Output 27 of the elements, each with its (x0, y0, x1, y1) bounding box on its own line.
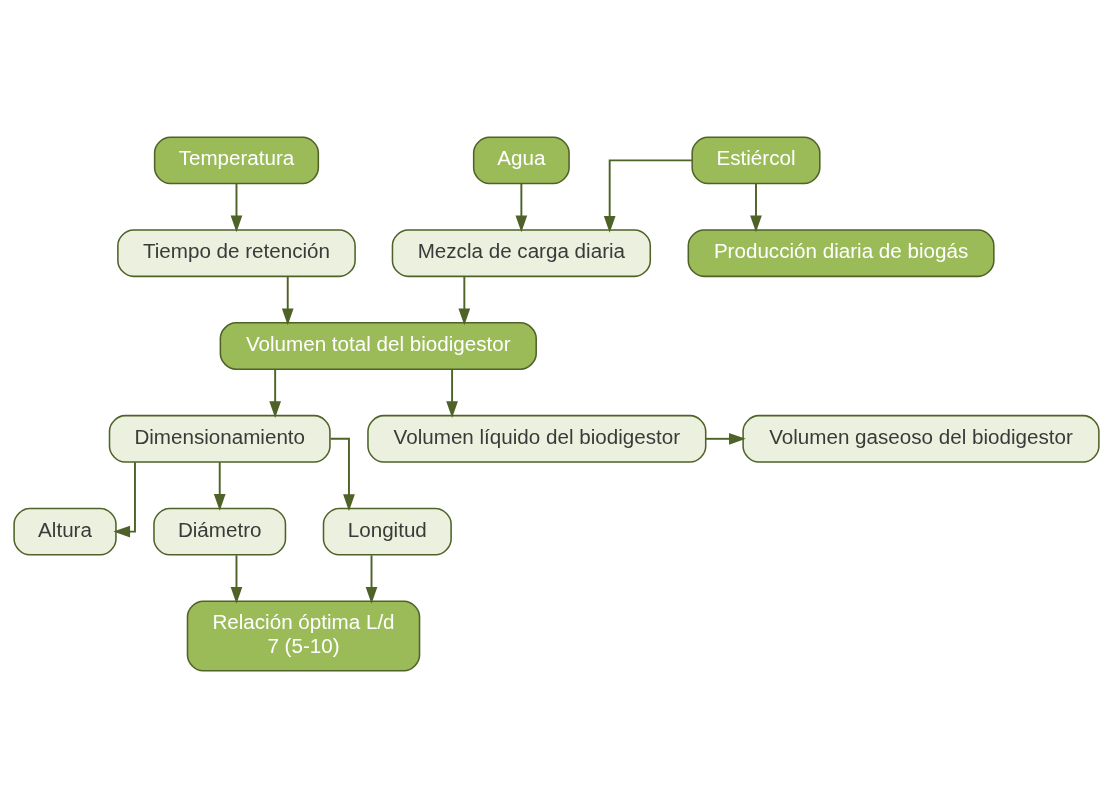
arrow (230, 554, 243, 604)
node-box: Relación óptima L/d 7 (5-10) (186, 600, 421, 672)
node-box: Estiércol (691, 136, 821, 185)
arrow (230, 182, 243, 233)
arrow (213, 461, 226, 511)
node-box: Mezcla de carga diaria (391, 229, 652, 278)
arrow (269, 368, 282, 418)
arrow (515, 182, 528, 233)
arrow (365, 554, 378, 604)
arrow (113, 461, 136, 538)
node-box: Producción diaria de biogás (687, 229, 995, 278)
node-box: Volumen total del biodigestor (219, 322, 537, 370)
node-box: Volumen líquido del biodigestor (367, 414, 707, 463)
arrow (750, 182, 762, 233)
node-box: Agua (472, 136, 570, 185)
node-box: Volumen gaseoso del biodigestor (742, 414, 1100, 463)
node-box: Temperatura (153, 136, 320, 185)
arrow (704, 432, 746, 445)
node-box: Diámetro (153, 507, 287, 556)
arrow (603, 159, 693, 233)
node-box: Tiempo de retención (117, 229, 356, 278)
arrow (446, 368, 458, 418)
arrow (458, 275, 471, 326)
arrow (281, 275, 294, 326)
node-box: Altura (13, 507, 117, 556)
node-box: Longitud (322, 507, 452, 556)
node-box: Dimensionamiento (108, 414, 331, 463)
